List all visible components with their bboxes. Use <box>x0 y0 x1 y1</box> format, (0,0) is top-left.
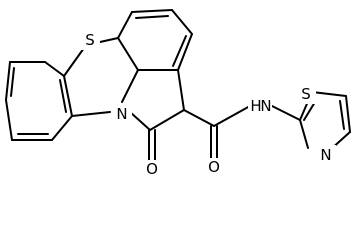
molecule-structure-diagram: S N O O H N S N <box>5 9 351 178</box>
bond <box>149 109 185 131</box>
bond <box>5 99 13 141</box>
bond <box>129 111 151 131</box>
bond <box>63 47 85 77</box>
bond <box>171 9 193 35</box>
atom-labels: S N O O H N S N <box>85 31 331 178</box>
bond <box>117 11 133 39</box>
atom-bg <box>142 160 162 178</box>
bond <box>303 101 316 121</box>
bond <box>172 35 187 67</box>
bond <box>10 67 15 97</box>
thiazole-sulfur-label: S <box>301 85 311 103</box>
bond <box>44 61 65 77</box>
bond <box>51 115 73 141</box>
bond <box>71 111 111 117</box>
bond <box>177 33 193 71</box>
bond <box>59 79 67 113</box>
atom-bg <box>296 84 316 104</box>
bond <box>271 105 301 121</box>
oxygen-atom-label: O <box>146 160 158 178</box>
bond <box>183 109 215 127</box>
bond <box>117 37 139 71</box>
bond <box>177 69 185 111</box>
bond <box>131 9 173 13</box>
bond <box>63 75 73 117</box>
bond <box>99 37 119 43</box>
thiazole-nitrogen-label: N <box>320 146 331 164</box>
bond <box>345 95 351 133</box>
bond <box>311 91 347 97</box>
amide-nitrogen-label: N <box>260 97 271 115</box>
nitrogen-atom-label: N <box>116 105 127 123</box>
bond-lines <box>5 9 351 167</box>
bond <box>213 105 251 127</box>
bond <box>121 69 139 103</box>
atom-bg <box>80 30 100 50</box>
atom-bg <box>316 145 336 165</box>
bond <box>135 15 169 19</box>
sulfur-atom-label: S <box>85 31 95 49</box>
atom-bg <box>112 104 132 124</box>
atom-bg <box>204 158 224 176</box>
bond <box>5 61 11 101</box>
amide-hydrogen-label: H <box>250 97 261 115</box>
bond <box>339 100 345 130</box>
atom-bg <box>248 96 272 116</box>
bond <box>299 119 309 149</box>
atom-label-backgrounds <box>80 30 336 178</box>
oxygen-atom-label: O <box>208 158 220 176</box>
